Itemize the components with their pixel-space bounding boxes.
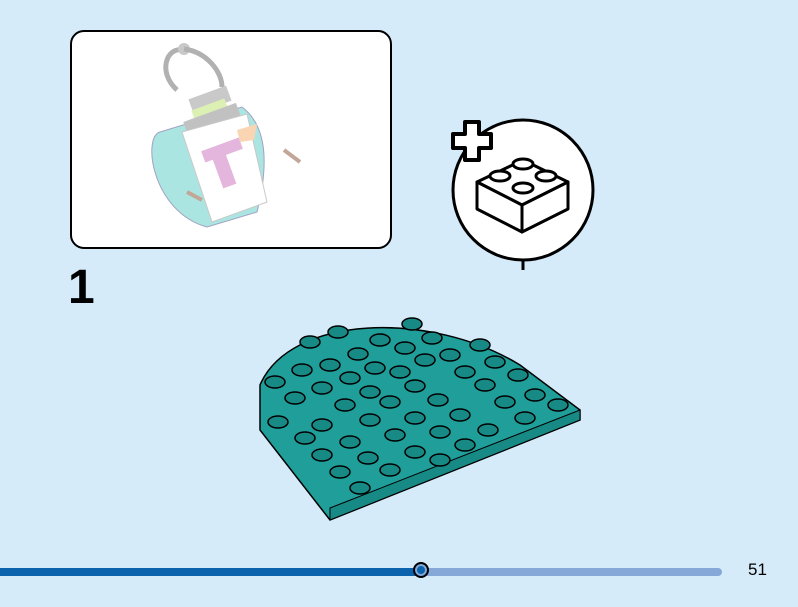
- final-model-preview: [70, 30, 392, 249]
- add-parts-callout: [440, 110, 610, 368]
- snowman-keychain-icon: [151, 43, 302, 228]
- half-round-plate: [250, 310, 590, 530]
- progress-bar[interactable]: [0, 562, 722, 578]
- brick-icon: [475, 157, 570, 234]
- progress-remaining: [421, 568, 722, 576]
- progress-completed: [0, 568, 421, 576]
- plus-icon: [451, 120, 493, 162]
- page-number: 51: [748, 560, 767, 579]
- progress-knob[interactable]: [413, 562, 429, 578]
- step-number: 1: [68, 261, 95, 314]
